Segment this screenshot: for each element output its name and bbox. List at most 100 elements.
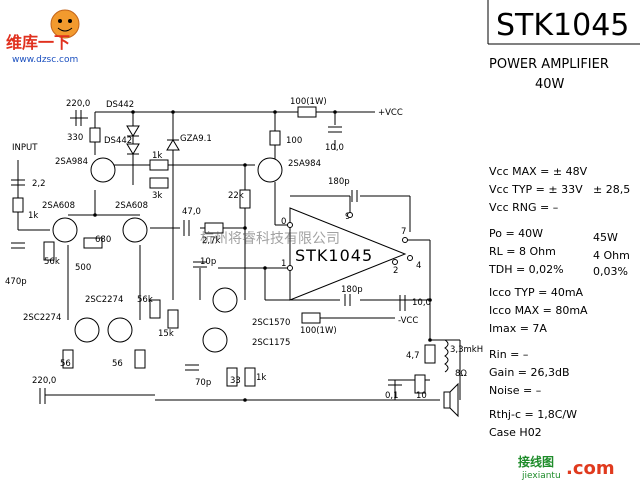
pin-9: 9 (345, 212, 350, 222)
label-c2-2: 2,2 (32, 179, 46, 189)
resistor-100 (269, 130, 281, 146)
capacitor-180p-top (351, 190, 358, 202)
spec-case: Case H02 (489, 426, 542, 439)
spec-noise: Noise = – (489, 384, 541, 397)
resistor-1k-bot (244, 367, 256, 387)
resistor-100-1w-top (297, 106, 317, 118)
resistor-56k-l (43, 241, 55, 261)
resistor-56-a (62, 349, 74, 369)
label-plus-vcc: +VCC (378, 108, 403, 118)
label-r1k-bot: 1k (256, 373, 266, 383)
site-logo: 维库一下 www.dzsc.com (6, 9, 80, 65)
resistor-3k (149, 177, 169, 189)
zener-gza9-1-icon (166, 139, 180, 151)
capacitor-10p (193, 261, 207, 268)
inductor-3-3mkh (444, 339, 449, 373)
label-r100-1w-top: 100(1W) (290, 97, 327, 107)
pin-2: 2 (393, 266, 398, 276)
transistor-2sc2274-a-icon (74, 317, 100, 343)
capacitor-2-2 (11, 179, 25, 186)
label-q2sa608-l: 2SA608 (42, 201, 75, 211)
components (11, 106, 459, 418)
resistor-2-7k (204, 222, 224, 234)
label-r4-7: 4,7 (406, 351, 420, 361)
chip-label: STK1045 (295, 246, 373, 265)
label-r1k-in: 1k (28, 211, 38, 221)
transistor-2sa608-right-icon (122, 217, 148, 243)
label-c470p: 470p (5, 277, 27, 287)
label-q2sc1570: 2SC1570 (252, 318, 290, 328)
transistor-2sa608-left-icon (52, 217, 78, 243)
capacitor-180p-bot (344, 294, 351, 306)
part-number-title: STK1045 (496, 8, 629, 43)
pin-7: 7 (401, 227, 406, 237)
label-input: INPUT (12, 143, 38, 153)
label-r100: 100 (286, 136, 302, 146)
label-c10-bot: 10,0 (412, 298, 431, 308)
label-l3-3: 3,3mkH (450, 345, 483, 355)
spec-po: Po = 40W (489, 227, 543, 240)
label-c47: 47,0 (182, 207, 201, 217)
label-q2sa984-r: 2SA984 (288, 159, 321, 169)
capacitor-0-1 (388, 379, 402, 386)
spec-vcc-rng: Vcc RNG = – (489, 201, 558, 214)
spec-icco-max: Icco MAX = 80mA (489, 304, 588, 317)
pin-0: 0 (281, 217, 286, 227)
capacitor-10-top (328, 126, 342, 133)
subtitle: POWER AMPLIFIER (489, 57, 609, 72)
label-r15k: 15k (158, 329, 174, 339)
capacitor-70p (185, 364, 199, 371)
label-r56-a: 56 (60, 359, 71, 369)
pin-1: 1 (281, 259, 286, 269)
label-c0-1: 0,1 (385, 391, 399, 401)
label-r22k: 22k (228, 191, 244, 201)
component-labels: 220,0 330 DS442 DS442 GZA9.1 100(1W) 10,… (5, 97, 483, 401)
capacitor-47 (183, 220, 190, 236)
resistor-100-1w-bot (301, 312, 321, 324)
footer-logo-tld: .com (566, 458, 615, 479)
resistor-1k-in (12, 197, 24, 213)
label-q2sc1175: 2SC1175 (252, 338, 290, 348)
capacitor-10-bot (399, 295, 406, 311)
resistor-330 (89, 127, 101, 143)
label-r500: 500 (75, 263, 91, 273)
label-c10-top: 10,0 (325, 143, 344, 153)
resistor-1k-mid (149, 159, 169, 171)
label-c180p-top: 180p (328, 177, 350, 187)
spec-rin: Rin = – (489, 348, 528, 361)
spec-po-alt: 45W (593, 231, 618, 244)
label-r1k-mid: 1k (152, 151, 162, 161)
diode-ds442-b-icon (126, 143, 140, 155)
label-r33: 33 (230, 376, 241, 386)
resistor-33 (226, 367, 238, 387)
resistor-15k (167, 309, 179, 329)
label-r2-7k: 2,7k (202, 236, 221, 246)
stk1045-amplifier-symbol (289, 207, 407, 301)
resistor-10 (414, 374, 426, 394)
label-r330: 330 (67, 133, 83, 143)
spec-tdh-alt: 0,03% (593, 265, 628, 278)
spec-rl-alt: 4 Ohm (593, 249, 630, 262)
label-r56-b: 56 (112, 359, 123, 369)
resistor-56k-mid (149, 299, 161, 319)
spec-imax: Imax = 7A (489, 322, 547, 335)
footer-logo: 接线图 jiexiantu .com (518, 454, 615, 480)
resistor-680 (83, 237, 103, 249)
spec-list: Vcc MAX = ± 48V Vcc TYP = ± 33V ± 28,5 V… (488, 165, 630, 439)
label-c180p-bot: 180p (341, 285, 363, 295)
spec-icco-typ: Icco TYP = 40mA (489, 286, 584, 299)
label-minus-vcc: -VCC (398, 316, 418, 326)
transistor-2sc1175-icon (202, 327, 228, 353)
label-c220-top: 220,0 (66, 99, 90, 109)
spec-vcc-typ: Vcc TYP = ± 33V (489, 183, 583, 196)
label-q2sa608-r: 2SA608 (115, 201, 148, 211)
resistor-22k (239, 189, 251, 209)
transistor-2sa984-right-icon (257, 157, 283, 183)
spec-vcc-typ-alt: ± 28,5 (593, 183, 630, 196)
label-gza: GZA9.1 (180, 134, 212, 144)
transistor-2sa984-left-icon (90, 157, 116, 183)
pin-4: 4 (416, 261, 421, 271)
logo-text: 维库一下 (6, 33, 70, 52)
spec-tdh: TDH = 0,02% (488, 263, 564, 276)
